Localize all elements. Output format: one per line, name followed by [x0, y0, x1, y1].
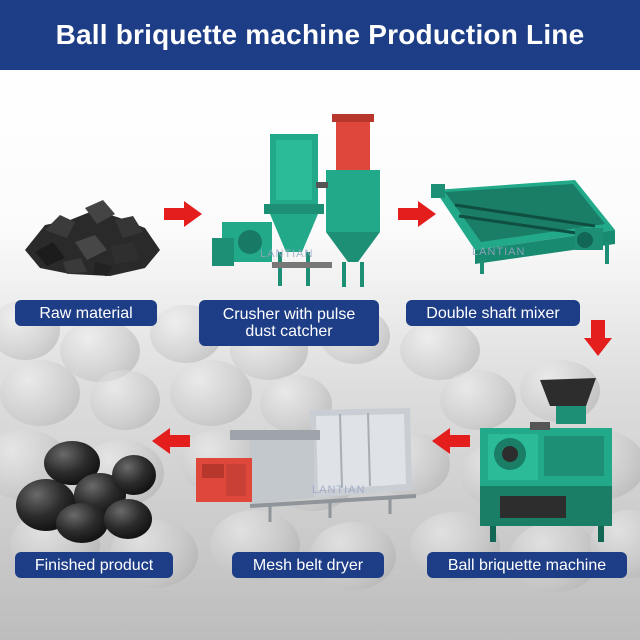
pebble-background — [0, 70, 640, 640]
arrow-right-icon — [164, 201, 202, 227]
page-title-banner: Ball briquette machine Production Line — [0, 0, 640, 70]
crusher-dust-catcher-image — [212, 114, 380, 287]
step-label-mesh-belt-dryer: Mesh belt dryer — [232, 552, 384, 578]
mesh-belt-dryer-image — [196, 408, 417, 522]
finished-product-image — [16, 441, 156, 543]
step-label-crusher: Crusher with pulse dust catcher — [199, 300, 379, 346]
watermark-text-3: LANTIAN — [312, 484, 366, 496]
step-label-ball-briquette-machine: Ball briquette machine — [427, 552, 627, 578]
arrow-down-icon — [584, 320, 612, 356]
arrow-left-icon-2 — [152, 428, 190, 454]
arrow-left-icon — [432, 428, 470, 454]
watermark-text: LANTIAN — [260, 248, 314, 260]
ball-briquette-machine-image — [480, 378, 612, 542]
raw-material-image — [25, 200, 160, 276]
watermark-text-2: LANTIAN — [472, 246, 526, 258]
step-label-finished-product: Finished product — [15, 552, 173, 578]
step-label-raw-material: Raw material — [15, 300, 157, 326]
page-title: Ball briquette machine Production Line — [55, 19, 585, 50]
arrow-right-icon-2 — [398, 201, 436, 227]
double-shaft-mixer-image — [431, 180, 615, 274]
step-label-mixer: Double shaft mixer — [406, 300, 580, 326]
